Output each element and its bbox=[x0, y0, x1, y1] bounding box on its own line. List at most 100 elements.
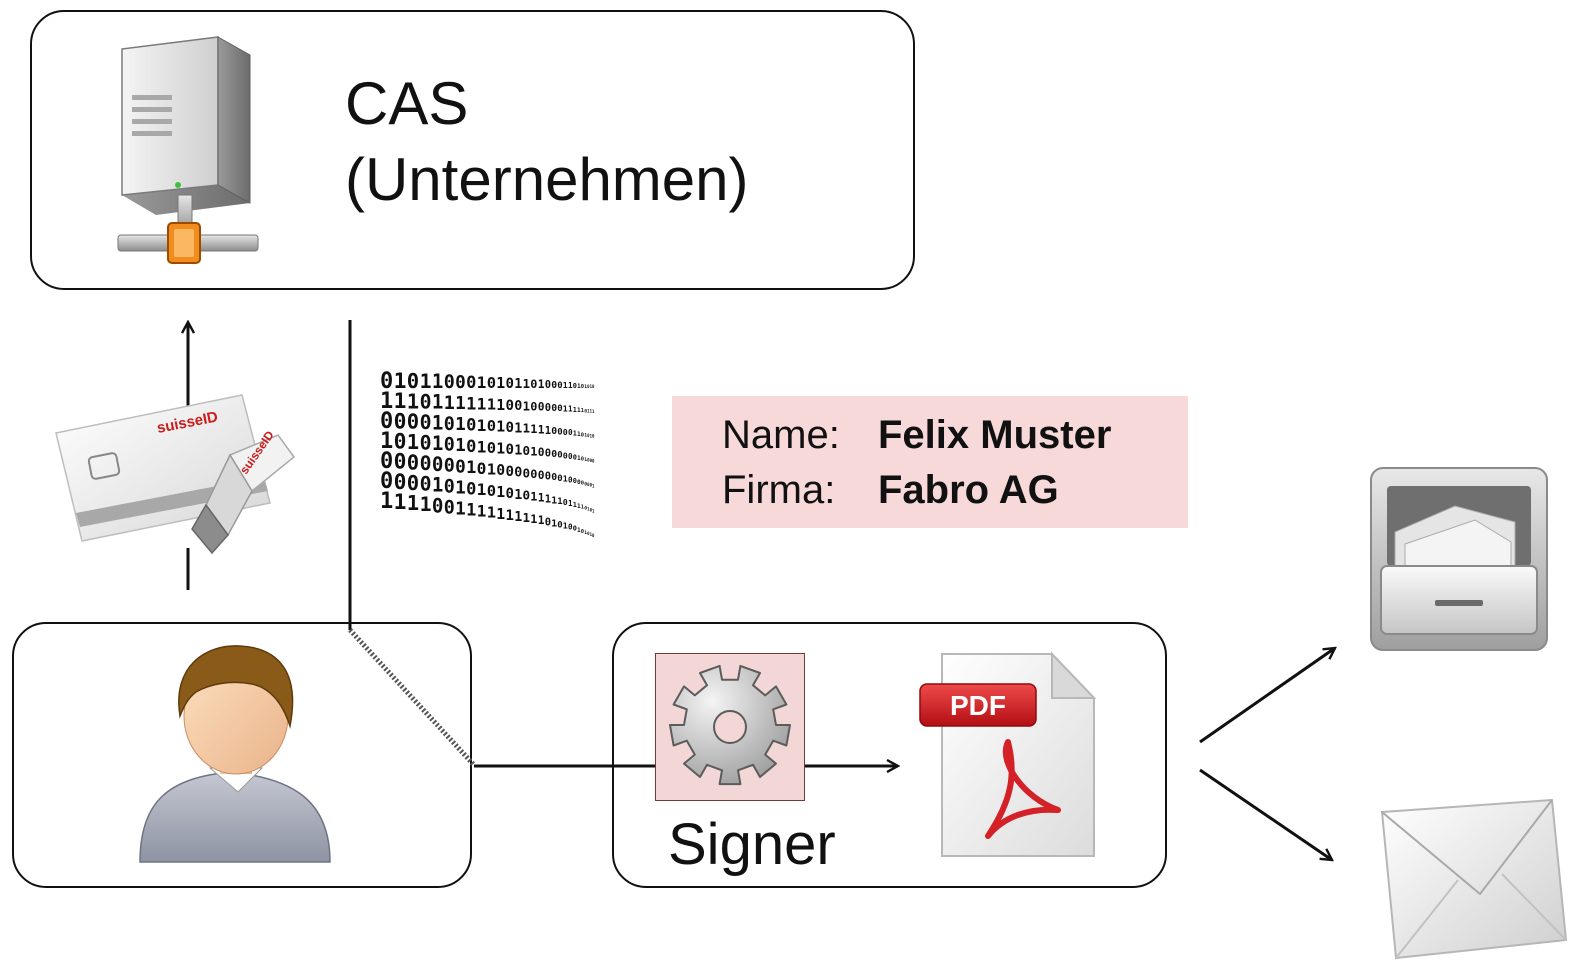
binary-digit: 0 bbox=[523, 488, 531, 503]
binary-digit: 0 bbox=[563, 497, 568, 507]
binary-digit: 1 bbox=[577, 407, 581, 414]
binary-digit: 0 bbox=[545, 471, 551, 483]
binary-digit: 0 bbox=[506, 486, 515, 502]
binary-digit: 0 bbox=[407, 369, 419, 393]
binary-digit: 1 bbox=[577, 431, 581, 438]
binary-digit: 1 bbox=[557, 497, 562, 507]
binary-digit: 1 bbox=[455, 478, 466, 498]
binary-digit: 0 bbox=[523, 443, 531, 458]
binary-digit: 1 bbox=[380, 429, 393, 454]
binary-digit: 0 bbox=[590, 458, 593, 463]
binary-digit: 0 bbox=[568, 452, 573, 461]
binary-digit: 0 bbox=[514, 466, 522, 481]
binary-digit: 1 bbox=[477, 373, 487, 392]
binary-digit: 1 bbox=[551, 518, 557, 529]
binary-digit: 0 bbox=[557, 451, 562, 461]
binary-digit: 0 bbox=[573, 525, 577, 533]
binary-digit: 0 bbox=[466, 373, 476, 393]
binary-digit: 0 bbox=[551, 472, 557, 483]
binary-digit: 1 bbox=[538, 514, 545, 527]
binary-digit: 0 bbox=[523, 465, 531, 480]
binary-digit: 0 bbox=[568, 428, 573, 437]
binary-digit: 0 bbox=[538, 469, 545, 482]
binary-digit: 0 bbox=[538, 401, 545, 414]
binary-digit: 1 bbox=[432, 411, 444, 434]
user-avatar-icon bbox=[139, 645, 331, 863]
binary-digit: 1 bbox=[592, 508, 595, 513]
binary-digit: 0 bbox=[394, 450, 407, 475]
binary-digit: 1 bbox=[545, 493, 551, 505]
binary-digit: 0 bbox=[587, 433, 590, 438]
binary-digit: 0 bbox=[557, 381, 562, 391]
binary-digit: 0 bbox=[563, 427, 568, 437]
binary-digit: 0 bbox=[568, 475, 573, 484]
binary-digit: 0 bbox=[444, 414, 455, 435]
binary-digit: 0 bbox=[545, 379, 551, 391]
binary-digit: 1 bbox=[568, 405, 573, 414]
server-icon bbox=[117, 36, 259, 264]
binary-digit: 1 bbox=[577, 383, 581, 390]
binary-digit: 1 bbox=[592, 483, 595, 488]
binary-digit: 1 bbox=[444, 393, 455, 414]
binary-digit: 0 bbox=[407, 410, 419, 434]
binary-digit: 1 bbox=[496, 506, 505, 523]
binary-digit: 1 bbox=[577, 503, 581, 510]
binary-digit: 0 bbox=[506, 398, 515, 414]
binary-digit: 0 bbox=[420, 411, 432, 434]
binary-digit: 0 bbox=[407, 450, 419, 474]
pdf-document-icon: PDF bbox=[919, 651, 1097, 857]
binary-digit: 1 bbox=[523, 398, 531, 413]
binary-digit: 0 bbox=[455, 373, 466, 393]
binary-digit: 0 bbox=[466, 416, 476, 436]
binary-digit: 1 bbox=[496, 397, 505, 414]
binary-digit: 1 bbox=[573, 430, 577, 438]
binary-digit: 1 bbox=[538, 492, 545, 505]
binary-digit: 0 bbox=[587, 531, 590, 536]
binary-digit: 1 bbox=[577, 455, 581, 462]
binary-digit: 0 bbox=[592, 434, 595, 439]
binary-digit: 0 bbox=[487, 482, 496, 500]
binary-digit: 0 bbox=[545, 516, 551, 528]
binary-digit: 1 bbox=[477, 437, 487, 456]
binary-digit: 0 bbox=[444, 372, 455, 393]
binary-digit: 0 bbox=[573, 477, 577, 485]
binary-digit: 0 bbox=[496, 462, 505, 479]
binary-digit: 1 bbox=[581, 408, 584, 414]
binary-digit: 1 bbox=[545, 425, 551, 437]
line-diagonal bbox=[348, 628, 476, 767]
binary-digit: 0 bbox=[587, 458, 590, 463]
binary-digit: 1 bbox=[380, 389, 393, 414]
binary-digit: 1 bbox=[523, 421, 531, 436]
info-row-name: Name:Felix Muster bbox=[722, 411, 1111, 459]
binary-digit: 0 bbox=[551, 426, 557, 437]
binary-digit: 0 bbox=[380, 369, 393, 394]
name-label: Name: bbox=[722, 413, 840, 457]
binary-digit: 1 bbox=[420, 370, 432, 393]
binary-digit: 0 bbox=[551, 403, 557, 414]
binary-digit: 0 bbox=[573, 382, 577, 390]
binary-digit: 1 bbox=[455, 415, 466, 435]
binary-digit: 0 bbox=[432, 453, 444, 476]
binary-digit: 1 bbox=[514, 421, 522, 436]
binary-digit: 0 bbox=[407, 471, 419, 495]
binary-digit: 0 bbox=[530, 377, 537, 391]
binary-digit: 1 bbox=[407, 430, 419, 454]
binary-digit: 1 bbox=[394, 490, 407, 515]
usb-key-icon: suisseID bbox=[191, 428, 296, 555]
binary-digit: 0 bbox=[581, 481, 584, 487]
binary-digit: 0 bbox=[581, 529, 584, 535]
binary-digit: 1 bbox=[573, 501, 577, 509]
binary-digit: 1 bbox=[590, 409, 593, 414]
binary-digit: 0 bbox=[420, 391, 432, 414]
cas-title: CAS (Unternehmen) bbox=[345, 66, 749, 218]
binary-digit: 1 bbox=[466, 501, 476, 521]
binary-digit: 1 bbox=[432, 432, 444, 455]
binary-digit: 1 bbox=[477, 394, 487, 413]
binary-digit: 1 bbox=[487, 461, 496, 479]
binary-digit: 1 bbox=[496, 375, 505, 392]
binary-digit: 0 bbox=[506, 464, 515, 480]
binary-digit: 1 bbox=[514, 510, 522, 525]
mail-envelope-icon bbox=[1380, 798, 1568, 960]
binary-digit: 0 bbox=[444, 497, 455, 518]
